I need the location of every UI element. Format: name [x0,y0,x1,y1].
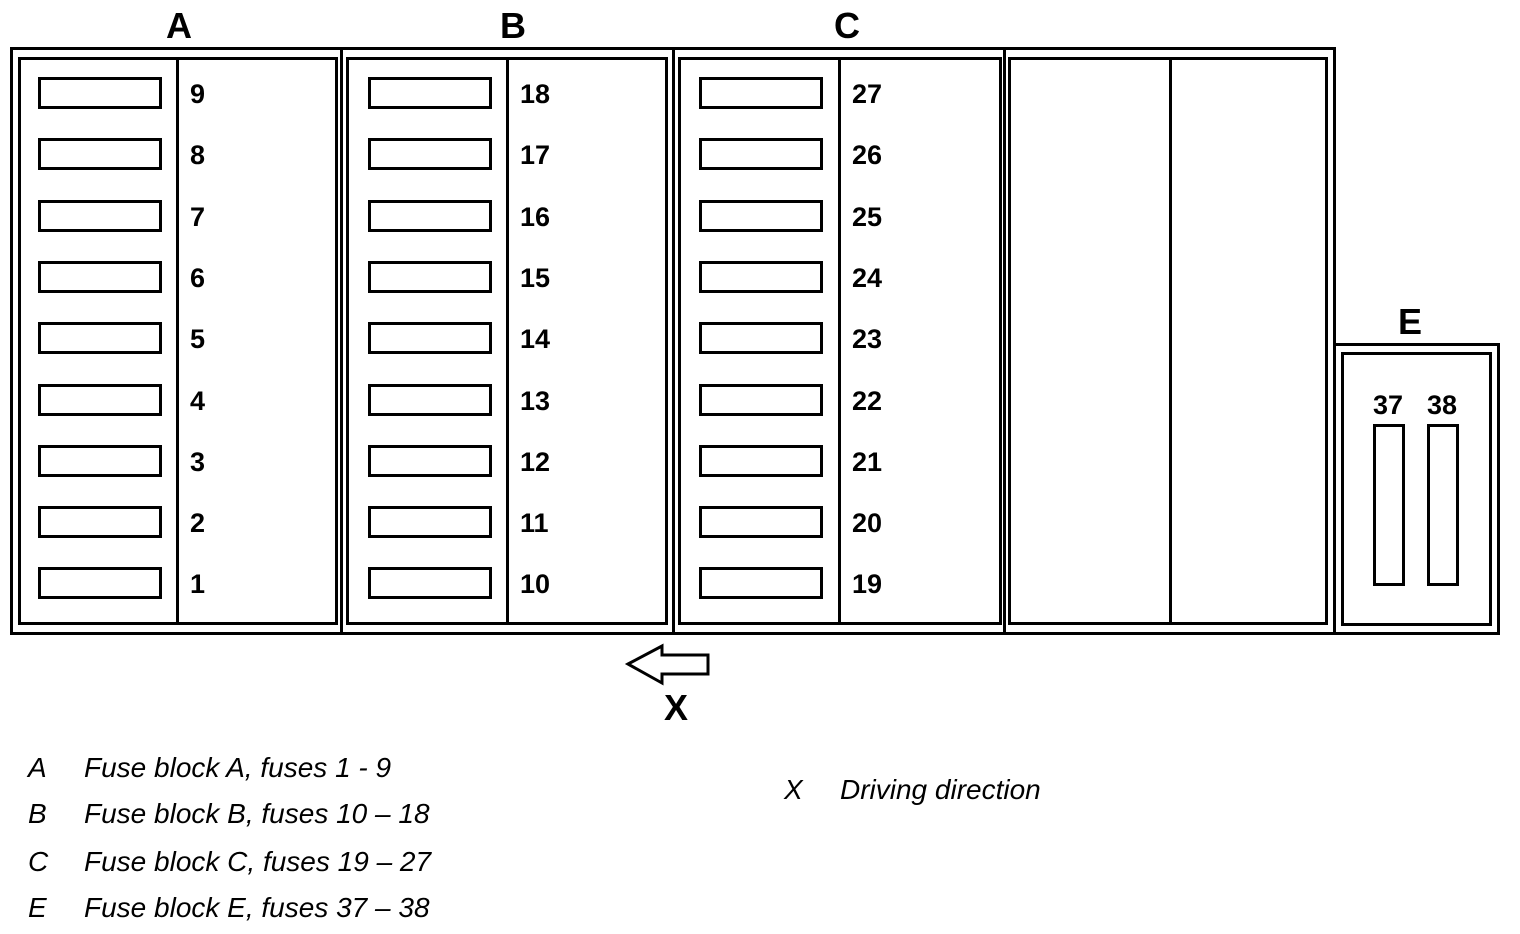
fuse-slot [368,199,492,232]
block-e-label: E [1398,301,1423,342]
legend-text: Driving direction [840,774,1041,805]
fuse-slot [368,260,492,293]
fuse-number: 4 [190,385,206,416]
fuse-number: 7 [190,201,206,232]
empty-block [1008,57,1328,625]
legend-item-b: B Fuse block B, fuses 10 – 18 [28,798,430,830]
driving-direction-arrow-icon [624,643,710,686]
fuse-number: 2 [190,508,206,539]
fuse-slot [368,383,492,416]
separator-b-c [672,50,675,632]
block-c-label: C [834,5,860,46]
legend-item-e: E Fuse block E, fuses 37 – 38 [28,892,430,924]
fuse-slot [38,567,162,600]
fuse-number: 11 [520,508,549,539]
legend-text: Fuse block E, fuses 37 – 38 [84,892,430,923]
fuse-slot [368,444,492,477]
fuse-slot [368,567,492,600]
fuse-number: 10 [520,569,551,600]
block-c-divider [838,60,841,622]
fuse-box-outer-frame [10,47,1336,635]
fuse-slot [699,138,823,171]
fuse-number: 23 [852,324,883,355]
block-a-divider [176,60,179,622]
fuse-slot [38,444,162,477]
block-b-label: B [500,5,526,46]
fuse-slot [699,444,823,477]
fuse-number: 15 [520,262,551,293]
fuse-slot [699,199,823,232]
fuse-number: 8 [190,140,206,171]
fuse-slot [1427,424,1459,586]
fuse-slot [38,138,162,171]
fuse-slot [699,506,823,539]
fuse-slot [38,260,162,293]
fuse-number: 5 [190,324,206,355]
fuse-number: 25 [852,201,883,232]
fuse-block-c [678,57,1002,625]
fuse-slot [38,383,162,416]
fuse-number: 13 [520,385,551,416]
fuse-number: 37 [1373,390,1404,420]
block-a-label: A [166,5,192,46]
legend-key: X [784,774,803,805]
fuse-number: 24 [852,262,883,293]
fuse-block-b [346,57,668,625]
fuse-number: 1 [190,569,206,600]
fuse-number: 27 [852,79,883,109]
block-b-divider [506,60,509,622]
fuse-number: 14 [520,324,551,355]
legend-text: Fuse block B, fuses 10 – 18 [84,798,430,829]
legend-text: Fuse block C, fuses 19 – 27 [84,846,432,877]
empty-block-divider [1169,60,1172,622]
fuse-slot [38,77,162,109]
fuse-block-e [1341,352,1492,626]
legend-key: E [28,892,47,923]
fuse-number: 18 [520,79,551,109]
fuse-number: 3 [190,446,206,477]
legend-key: C [28,846,49,877]
fuse-slot [699,383,823,416]
fuse-number: 19 [852,569,883,600]
separator-a-b [340,50,343,632]
fuse-slot [38,199,162,232]
legend-key: A [28,752,47,783]
fuse-number: 12 [520,446,551,477]
legend-key: B [28,798,47,829]
fuse-number: 26 [852,140,883,171]
fuse-number: 22 [852,385,883,416]
fuse-slot [38,506,162,539]
fuse-slot [368,322,492,355]
fuse-number: 17 [520,140,551,171]
direction-label: X [664,687,689,728]
separator-c-empty [1003,50,1006,632]
legend-item-c: C Fuse block C, fuses 19 – 27 [28,846,431,878]
fuse-number: 6 [190,262,206,293]
fuse-slot [368,506,492,539]
fuse-number: 21 [852,446,883,477]
fuse-number: 38 [1427,390,1458,420]
fuse-slot [38,322,162,355]
fuse-slot [699,567,823,600]
fuse-slot [699,260,823,293]
legend-text: Fuse block A, fuses 1 - 9 [84,752,392,783]
fuse-slot [368,77,492,109]
fuse-number: 20 [852,508,883,539]
fuse-slot [699,77,823,109]
legend-item-a: A Fuse block A, fuses 1 - 9 [28,752,391,784]
fuse-block-a [18,57,338,625]
fuse-slot [699,322,823,355]
fuse-slot [368,138,492,171]
fuse-number: 9 [190,79,206,109]
legend-item-x: X Driving direction [784,774,1041,806]
fuse-block-e-outer [1333,343,1500,635]
fuse-number: 16 [520,201,551,232]
fuse-slot [1373,424,1405,586]
